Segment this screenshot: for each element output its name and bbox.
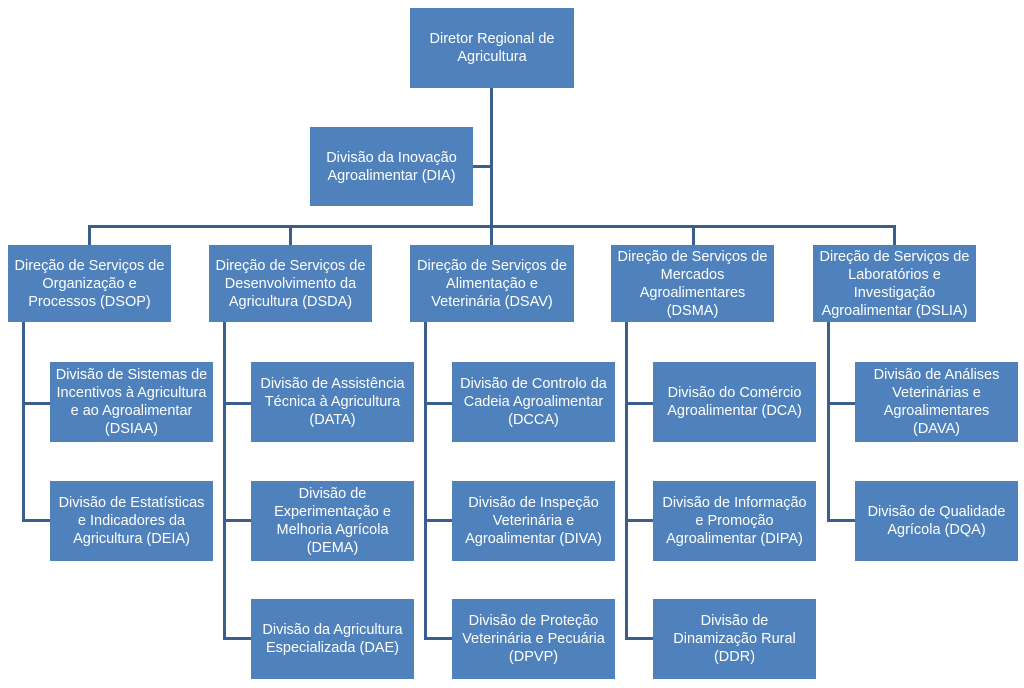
- connector-branch: [625, 402, 653, 405]
- node-label: Direção de Serviços de Organização e Pro…: [14, 257, 165, 310]
- node-division-dema: Divisão de Experimentação e Melhoria Agr…: [251, 481, 414, 561]
- node-division-dqa: Divisão de Qualidade Agrícola (DQA): [855, 481, 1018, 561]
- node-division-dae: Divisão da Agricultura Especializada (DA…: [251, 599, 414, 679]
- node-division-dpvp: Divisão de Proteção Veterinária e Pecuár…: [452, 599, 615, 679]
- node-directorate-dsop: Direção de Serviços de Organização e Pro…: [8, 245, 171, 322]
- node-label: Divisão de Inspeção Veterinária e Agroal…: [465, 495, 602, 547]
- node-label: Divisão de Proteção Veterinária e Pecuár…: [462, 613, 605, 665]
- connector-branch: [625, 519, 653, 522]
- node-label: Divisão da Inovação Agroalimentar (DIA): [326, 149, 457, 184]
- node-directorate-dslia: Direção de Serviços de Laboratórios e In…: [813, 245, 976, 322]
- node-division-diva: Divisão de Inspeção Veterinária e Agroal…: [452, 481, 615, 561]
- node-label: Divisão de Assistência Técnica à Agricul…: [260, 376, 405, 428]
- connector-branch: [827, 402, 855, 405]
- connector-spine-0: [22, 322, 25, 522]
- connector-spine-1: [223, 322, 226, 640]
- node-division-data: Divisão de Assistência Técnica à Agricul…: [251, 362, 414, 442]
- node-division-dsiaa: Divisão de Sistemas de Incentivos à Agri…: [50, 362, 213, 442]
- connector-spine-3: [625, 322, 628, 640]
- node-division-dcca: Divisão de Controlo da Cadeia Agroalimen…: [452, 362, 615, 442]
- node-root-director: Diretor Regional de Agricultura: [410, 8, 574, 88]
- connector-dir-1: [289, 225, 292, 245]
- connector-spine-2: [424, 322, 427, 640]
- node-label: Divisão de Sistemas de Incentivos à Agri…: [55, 367, 208, 437]
- connector-staff: [473, 165, 491, 168]
- node-label: Direção de Serviços de Desenvolvimento d…: [215, 257, 366, 310]
- connector-branch: [424, 402, 452, 405]
- node-directorate-dsma: Direção de Serviços de Mercados Agroalim…: [611, 245, 774, 322]
- node-label: Diretor Regional de Agricultura: [429, 31, 555, 65]
- connector-branch: [424, 519, 452, 522]
- node-division-dava: Divisão de Análises Veterinárias e Agroa…: [855, 362, 1018, 442]
- node-label: Direção de Serviços de Mercados Agroalim…: [617, 248, 768, 319]
- connector-dir-4: [893, 225, 896, 245]
- node-label: Divisão de Experimentação e Melhoria Agr…: [274, 486, 391, 556]
- node-division-dipa: Divisão de Informação e Promoção Agroali…: [653, 481, 816, 561]
- node-label: Divisão de Informação e Promoção Agroali…: [662, 495, 807, 547]
- connector-branch: [424, 637, 452, 640]
- node-label: Divisão de Dinamização Rural (DDR): [673, 613, 796, 665]
- node-directorate-dsda: Direção de Serviços de Desenvolvimento d…: [209, 245, 372, 322]
- connector-spine-4: [827, 322, 830, 522]
- connector-branch: [223, 402, 251, 405]
- connector-branch: [22, 519, 50, 522]
- node-directorate-dsav: Direção de Serviços de Alimentação e Vet…: [410, 245, 574, 322]
- connector-dir-0: [88, 225, 91, 245]
- node-division-deia: Divisão de Estatísticas e Indicadores da…: [50, 481, 213, 561]
- node-label: Divisão da Agricultura Especializada (DA…: [262, 622, 403, 656]
- connector-branch: [625, 637, 653, 640]
- connector-branch: [223, 637, 251, 640]
- node-label: Direção de Serviços de Laboratórios e In…: [819, 248, 970, 319]
- connector-branch: [223, 519, 251, 522]
- node-label: Divisão de Qualidade Agrícola (DQA): [867, 504, 1006, 538]
- node-staff-dia: Divisão da Inovação Agroalimentar (DIA): [310, 127, 473, 206]
- connector-branch: [827, 519, 855, 522]
- node-label: Divisão do Comércio Agroalimentar (DCA): [667, 385, 802, 419]
- node-label: Divisão de Controlo da Cadeia Agroalimen…: [460, 376, 607, 428]
- node-division-ddr: Divisão de Dinamização Rural (DDR): [653, 599, 816, 679]
- connector-branch: [22, 402, 50, 405]
- connector-dir-3: [692, 225, 695, 245]
- node-label: Divisão de Análises Veterinárias e Agroa…: [873, 367, 1000, 437]
- node-label: Direção de Serviços de Alimentação e Vet…: [417, 257, 567, 310]
- node-division-dca: Divisão do Comércio Agroalimentar (DCA): [653, 362, 816, 442]
- connector-root-trunk: [490, 88, 493, 228]
- connector-dir-2: [490, 225, 493, 245]
- node-label: Divisão de Estatísticas e Indicadores da…: [58, 495, 205, 547]
